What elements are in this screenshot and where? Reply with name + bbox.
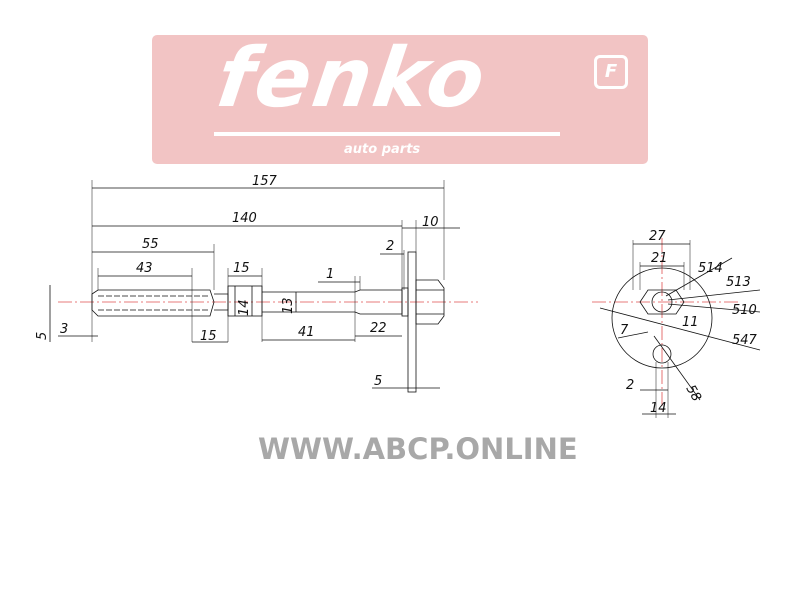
dim-5-left: 5 xyxy=(35,332,50,340)
dim-14: 14 xyxy=(237,299,252,316)
dim-3: 3 xyxy=(60,322,68,337)
dim-21: 21 xyxy=(651,251,668,266)
dim-140: 140 xyxy=(232,211,257,226)
dim-13: 13 xyxy=(281,297,296,314)
dim-22: 22 xyxy=(370,321,387,336)
dim-547: 547 xyxy=(732,333,758,348)
head-nut xyxy=(415,279,445,325)
leader-58 xyxy=(653,335,701,401)
dim-513: 513 xyxy=(726,275,751,290)
dim-2-end: 2 xyxy=(626,378,634,393)
dim-2: 2 xyxy=(386,239,394,254)
slot-hole xyxy=(652,344,672,364)
dim-41: 41 xyxy=(298,325,315,340)
dim-14-end: 14 xyxy=(650,401,667,416)
brand-badge-icon: F xyxy=(594,55,628,89)
dim-15-top: 15 xyxy=(233,261,250,276)
bolt-circle xyxy=(651,291,673,313)
leader-510 xyxy=(667,303,761,313)
leader-513 xyxy=(667,289,761,301)
dim-514: 514 xyxy=(698,261,723,276)
dim-10: 10 xyxy=(422,215,439,230)
end-view xyxy=(592,238,761,418)
leader-514 xyxy=(665,257,733,297)
dim-58: 58 xyxy=(683,383,704,405)
dim-157: 157 xyxy=(252,174,278,189)
dim-55: 55 xyxy=(142,237,159,252)
dim-1: 1 xyxy=(326,267,334,282)
brand-banner xyxy=(152,35,648,164)
leader-547 xyxy=(599,307,761,351)
shaft-splined-end xyxy=(91,289,215,317)
watermark-text: WWW.ABCP.ONLINE xyxy=(258,432,578,466)
dim-7: 7 xyxy=(620,323,629,338)
dim-5-bottom: 5 xyxy=(374,374,382,389)
dim-line-7 xyxy=(617,331,649,339)
brand-underline xyxy=(214,132,560,136)
side-view xyxy=(49,180,478,393)
flange-plate xyxy=(407,251,417,393)
dim-43: 43 xyxy=(136,261,153,276)
dim-11: 11 xyxy=(682,315,699,330)
brand-tagline: auto parts xyxy=(344,142,421,157)
flange-circle xyxy=(611,267,713,369)
dim-510: 510 xyxy=(732,303,757,318)
dim-27: 27 xyxy=(649,229,666,244)
dim-15-bottom: 15 xyxy=(200,329,217,344)
